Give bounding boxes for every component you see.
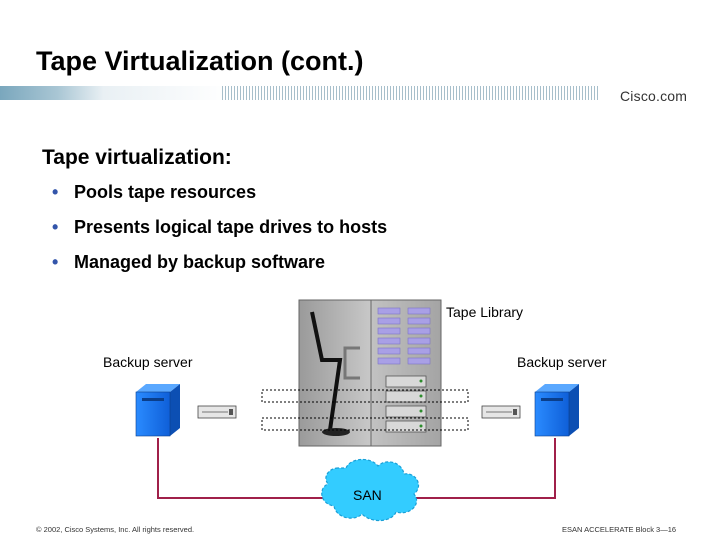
tape-drives bbox=[385, 375, 427, 433]
backup-server-left-label: Backup server bbox=[103, 354, 193, 370]
tape-slots bbox=[377, 307, 431, 365]
bullet-item: • Presents logical tape drives to hosts bbox=[52, 215, 387, 250]
san-cloud-icon bbox=[321, 458, 419, 522]
link-right-to-san bbox=[412, 438, 556, 499]
bullet-text: Presents logical tape drives to hosts bbox=[74, 217, 388, 237]
virtual-path-upper bbox=[261, 389, 469, 403]
robot-base bbox=[322, 428, 350, 436]
network-links bbox=[157, 438, 556, 499]
tape-library-label: Tape Library bbox=[446, 304, 524, 320]
bullet-dot-icon: • bbox=[52, 217, 59, 237]
backup-server-left bbox=[135, 384, 180, 437]
bullet-item: • Pools tape resources bbox=[52, 180, 387, 215]
tape-library bbox=[298, 299, 442, 447]
virtual-drive-paths bbox=[261, 389, 469, 431]
bullet-text: Pools tape resources bbox=[74, 182, 257, 202]
robot-gripper bbox=[343, 346, 360, 380]
robot-arm bbox=[310, 311, 343, 431]
header-rule bbox=[0, 86, 600, 100]
backup-server-right bbox=[534, 384, 579, 437]
backup-server-right-label: Backup server bbox=[517, 354, 607, 370]
bullet-list: • Pools tape resources • Presents logical … bbox=[52, 180, 387, 285]
cisco-brand-logo: Cisco.com bbox=[620, 88, 688, 104]
link-left-to-san bbox=[157, 438, 330, 499]
bullet-item: • Managed by backup software bbox=[52, 250, 387, 285]
footer-page-ref: ESAN ACCELERATE Block 3—16 bbox=[562, 525, 677, 534]
san-label: SAN bbox=[353, 487, 382, 503]
hba-card-left bbox=[197, 405, 237, 419]
virtual-path-lower bbox=[261, 417, 469, 431]
section-heading: Tape virtualization: bbox=[42, 146, 232, 169]
bullet-dot-icon: • bbox=[52, 252, 59, 272]
slide-title: Tape Virtualization (cont.) bbox=[36, 46, 364, 76]
bullet-dot-icon: • bbox=[52, 182, 59, 202]
bullet-text: Managed by backup software bbox=[74, 252, 326, 272]
library-robot-cabinet bbox=[298, 299, 372, 447]
footer-copyright: © 2002, Cisco Systems, Inc. All rights r… bbox=[36, 525, 195, 534]
hba-card-right bbox=[481, 405, 521, 419]
